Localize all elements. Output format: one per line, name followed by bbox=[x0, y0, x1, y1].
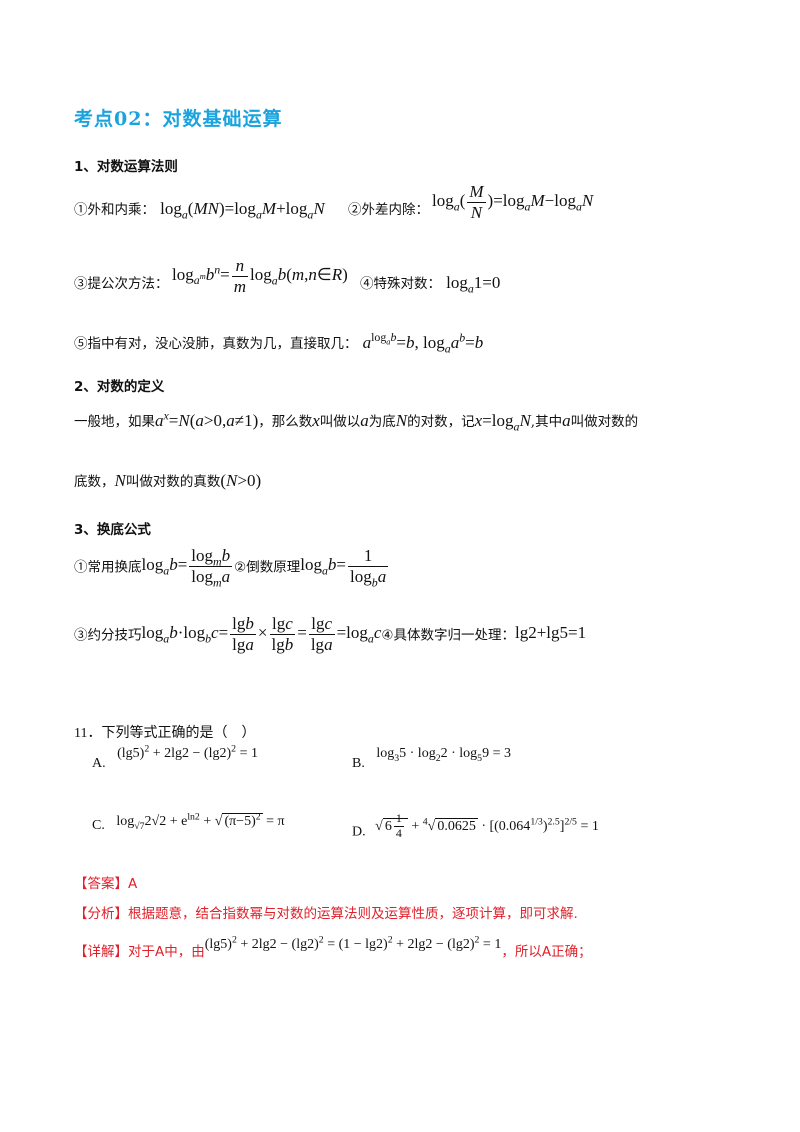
answer-line: 【答案】A bbox=[74, 876, 138, 892]
rule-2: ②外差内除： bbox=[348, 198, 429, 218]
rule-4: ④特殊对数： loga1=0 bbox=[360, 272, 501, 296]
option-a-formula: (lg5)2 + 2lg2 − (lg2)2 = 1 bbox=[117, 743, 258, 761]
definition-line-2: 底数，N叫做对数的真数(N>0) bbox=[74, 471, 262, 490]
section-heading-3: 3、换底公式 bbox=[74, 522, 151, 538]
rule-3-label: ③提公次方法： bbox=[74, 276, 169, 292]
option-b-formula: log35 · log22 · log59 = 3 bbox=[376, 746, 511, 764]
rule-4-label: ④特殊对数： bbox=[360, 276, 441, 292]
option-a[interactable]: A. (lg5)2 + 2lg2 − (lg2)2 = 1 bbox=[92, 743, 258, 771]
option-b[interactable]: B. log35 · log22 · log59 = 3 bbox=[352, 746, 511, 771]
analysis-line: 【分析】根据题意，结合指数幂与对数的运算法则及运算性质，逐项计算，即可求解. bbox=[74, 906, 578, 922]
definition-formula: ax=N(a>0,a≠1) bbox=[155, 408, 259, 430]
rule-4-formula: loga1=0 bbox=[446, 273, 501, 296]
rule-5-formula: alogab=b, logaab=b bbox=[362, 330, 484, 356]
rule-2-label: ②外差内除： bbox=[348, 202, 429, 218]
rule-1: ①外和内乘： loga(MN)=logaM+logaN bbox=[74, 198, 325, 222]
section-heading-2: 2、对数的定义 bbox=[74, 379, 165, 395]
page-title: 考点02：对数基础运算 bbox=[74, 108, 283, 130]
section-heading-1: 1、对数运算法则 bbox=[74, 159, 178, 175]
question-stem: 11．下列等式正确的是（ ） bbox=[74, 726, 256, 741]
rule-3: ③提公次方法： bbox=[74, 272, 169, 292]
rule-5: ⑤指中有对，没心没肺，真数为几，直接取几： alogab=b, logaab=b bbox=[74, 330, 484, 356]
detail-formula: (lg5)2 + 2lg2 − (lg2)2 = (1 − lg2)2 + 2l… bbox=[204, 934, 502, 952]
rule-1-formula: loga(MN)=logaM+logaN bbox=[160, 199, 325, 222]
rule-5-label: ⑤指中有对，没心没肺，真数为几，直接取几： bbox=[74, 336, 358, 352]
definition-line-1: 一般地，如果ax=N(a>0,a≠1)，那么数x叫做以a为底N的对数，记x=lo… bbox=[74, 408, 639, 434]
option-c[interactable]: C. log√72√2 + eln2 + √(π−5)2 = π bbox=[92, 811, 285, 833]
option-c-formula: log√72√2 + eln2 + √(π−5)2 = π bbox=[116, 811, 285, 832]
detail-line: 【详解】对于A中，由(lg5)2 + 2lg2 − (lg2)2 = (1 − … bbox=[74, 934, 592, 960]
rule-1-label: ①外和内乘： bbox=[74, 202, 155, 218]
